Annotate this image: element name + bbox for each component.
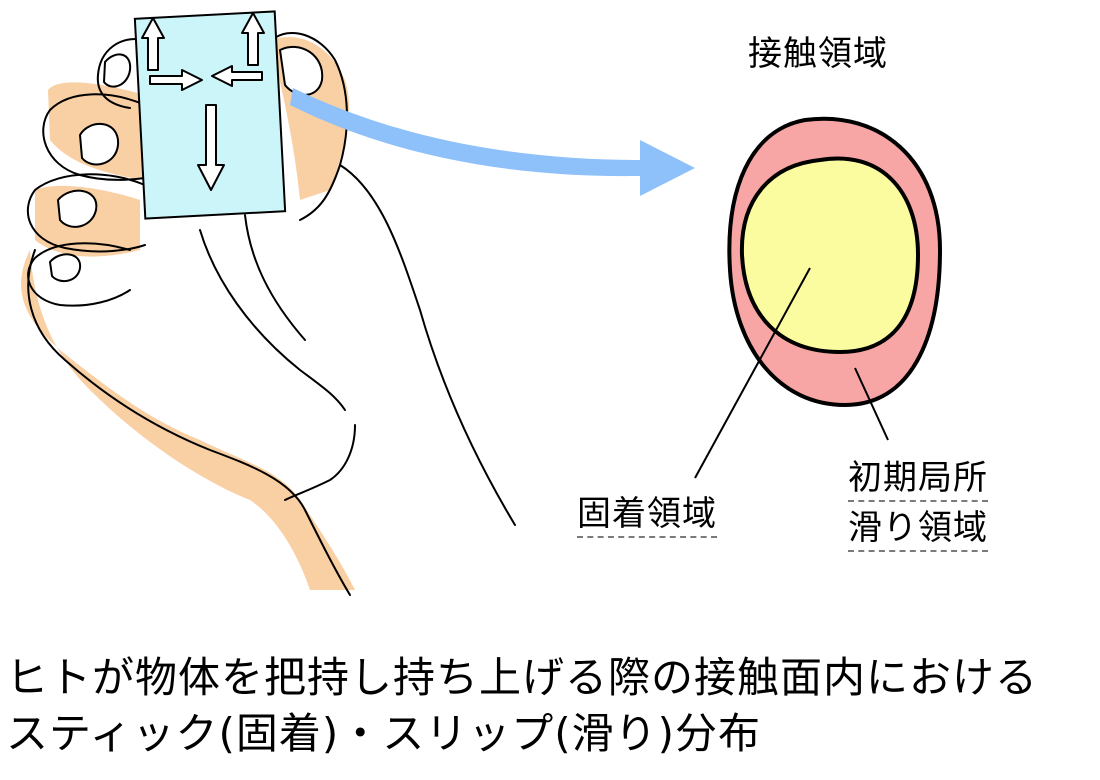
index-fingernail (103, 53, 132, 88)
slip-region-label: 初期局所 滑り領域 (848, 458, 988, 552)
up-arrow-left-icon (141, 17, 165, 71)
contact-region (694, 116, 943, 479)
right-arrow-icon (149, 69, 203, 91)
slip-leader-line (854, 367, 889, 441)
little-fingernail (49, 253, 82, 283)
ring-fingernail (57, 189, 98, 228)
stick-region-label: 固着領域 (577, 494, 717, 538)
gripped-object (133, 10, 287, 220)
zoom-arrow-icon (290, 88, 695, 196)
slip-region-label-line1: 初期局所 (848, 458, 988, 502)
hand-skin-shading (21, 250, 355, 590)
wrist-line-right (339, 164, 516, 526)
middle-finger-outline (42, 93, 146, 181)
up-arrow-right-icon (241, 12, 265, 66)
contact-region-label: 接触領域 (748, 34, 888, 74)
left-arrow-icon (211, 65, 263, 87)
palm-crease-3 (284, 424, 356, 501)
palm-outline (27, 249, 351, 596)
index-finger-outline (96, 38, 146, 109)
middle-fingernail (79, 122, 120, 166)
ring-finger-outline (26, 173, 146, 253)
down-arrow-icon (197, 104, 225, 191)
hand-illustration (21, 31, 516, 596)
diagram-canvas (21, 10, 943, 596)
slip-region-label-line2: 滑り領域 (848, 508, 988, 552)
caption-line-2: スティック(固着)・スリップ(滑り)分布 (6, 709, 762, 758)
stick-leader-line (694, 267, 811, 479)
caption-line-1: ヒトが物体を把持し持ち上げる際の接触面内における (6, 653, 1039, 702)
thumb-outline (271, 31, 348, 221)
palm-crease-1 (199, 229, 346, 411)
stick-region-ellipse (739, 156, 921, 355)
palm-crease-2 (244, 214, 306, 341)
figure-caption: ヒトが物体を把持し持ち上げる際の接触面内における スティック(固着)・スリップ(… (6, 650, 1096, 762)
